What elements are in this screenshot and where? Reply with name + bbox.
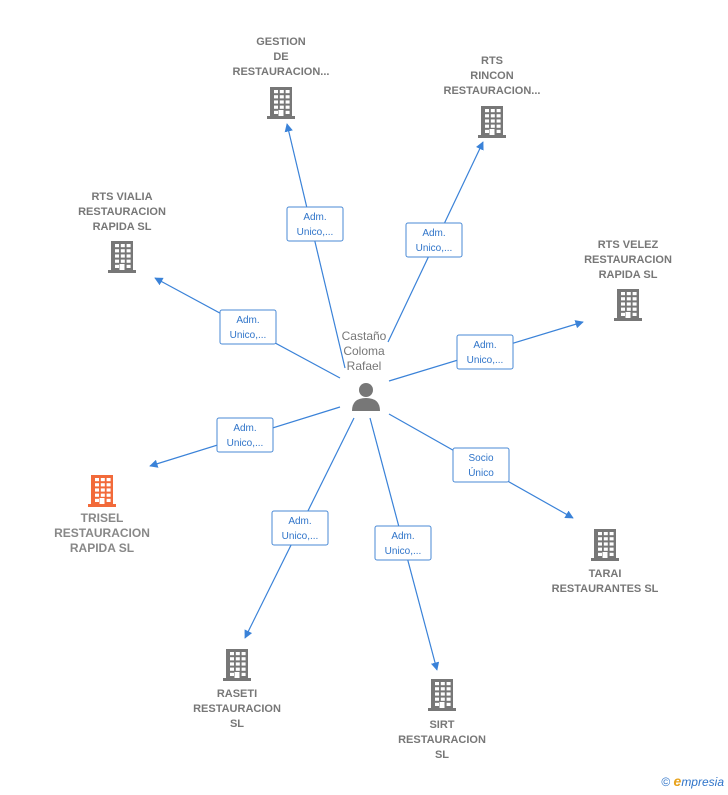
- edge-label-trisel[interactable]: Adm. Unico,...: [216, 417, 274, 453]
- building-icon[interactable]: [223, 649, 251, 681]
- brand-logo-initial: e: [673, 773, 682, 789]
- edge-label-raseti[interactable]: Adm. Unico,...: [271, 510, 329, 546]
- edge-label-gestion[interactable]: Adm. Unico,...: [286, 206, 344, 242]
- building-icon[interactable]: [614, 289, 642, 321]
- edge-label-line: Unico,...: [467, 355, 504, 366]
- edge-gestion: [284, 123, 346, 369]
- building-icon[interactable]: [267, 87, 295, 119]
- edge-label-sirt[interactable]: Adm. Unico,...: [374, 525, 432, 561]
- building-icon[interactable]: [591, 529, 619, 561]
- edge-label-line: Adm.: [233, 423, 256, 434]
- edge-label-line: Unico,...: [297, 227, 334, 238]
- person-icon[interactable]: [352, 383, 380, 411]
- building-icon[interactable]: [108, 241, 136, 273]
- brand-logo-text: mpresia: [681, 775, 724, 789]
- footer-brand[interactable]: © empresia: [661, 773, 724, 789]
- edge-label-line: Unico,...: [230, 330, 267, 341]
- building-icon[interactable]: [478, 106, 506, 138]
- copyright-symbol: ©: [661, 775, 671, 789]
- edge-label-line: Unico,...: [282, 531, 319, 542]
- edge-label-rts-velez[interactable]: Adm. Unico,...: [456, 334, 514, 370]
- edge-label-rts-vialia[interactable]: Adm. Unico,...: [219, 309, 277, 345]
- building-icon[interactable]: [428, 679, 456, 711]
- edge-label-line: Unico,...: [416, 243, 453, 254]
- edge-label-line: Socio: [468, 453, 493, 464]
- edge-label-line: Adm.: [303, 212, 326, 223]
- edge-label-line: Adm.: [288, 516, 311, 527]
- edge-label-line: Unico,...: [227, 438, 264, 449]
- edge-label-line: Adm.: [422, 228, 445, 239]
- edge-label-line: Unico,...: [385, 546, 422, 557]
- edge-label-rts-rincon[interactable]: Adm. Unico,...: [405, 222, 463, 258]
- edge-label-line: Adm.: [236, 315, 259, 326]
- building-icon[interactable]: [88, 475, 116, 507]
- edge-label-line: Adm.: [473, 340, 496, 351]
- edge-label-line: Adm.: [391, 531, 414, 542]
- edge-label-line: Único: [468, 466, 494, 479]
